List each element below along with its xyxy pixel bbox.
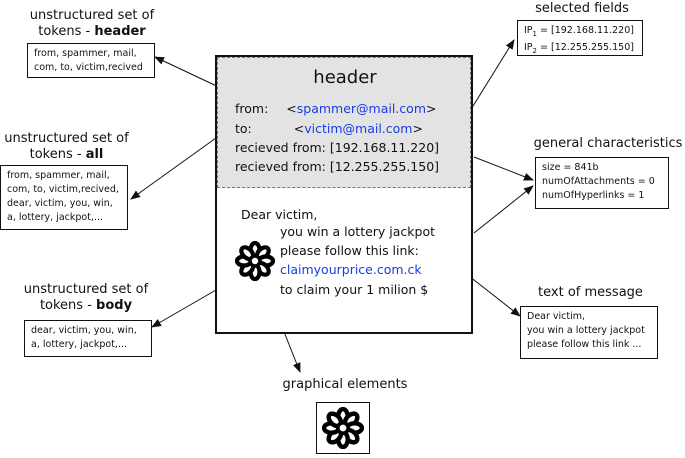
selected-field-ip1: IP1 = [192.168.11.220] bbox=[524, 25, 634, 38]
box-general-characteristics: size = 841b numOfAttachments = 0 numOfHy… bbox=[535, 157, 669, 209]
box-body-tokens: dear, victim, you, win, a, lottery, jack… bbox=[24, 320, 152, 357]
flower-icon bbox=[235, 241, 275, 281]
selected-field-ip2: IP2 = [12.255.255.150] bbox=[524, 41, 634, 55]
arrow-general-char-top bbox=[473, 156, 534, 181]
from-address: spammer@mail.com bbox=[296, 101, 427, 116]
label-body-tokens: unstructured set of tokens - body bbox=[23, 282, 149, 313]
received-line-1: recieved from: [192.168.11.220] bbox=[235, 140, 440, 155]
received-line-2: recieved from: [12.255.255.150] bbox=[235, 159, 440, 174]
body-line-1: you win a lottery jackpot bbox=[280, 224, 436, 239]
to-line: to: <victim@mail.com> bbox=[235, 121, 423, 136]
arrow-general-char-bottom bbox=[473, 185, 534, 234]
body-link[interactable]: claimyourprice.com.ck bbox=[280, 262, 422, 277]
to-address: victim@mail.com bbox=[304, 121, 413, 136]
label-graphical-elements: graphical elements bbox=[282, 377, 408, 392]
box-all-tokens: from, spammer, mail, com, to, victim,rec… bbox=[0, 165, 128, 230]
body-line-2: please follow this link: bbox=[280, 243, 419, 258]
arrow-body-tokens bbox=[151, 289, 217, 328]
email-header-section: header from: <spammer@mail.com> to: <vic… bbox=[217, 57, 471, 188]
email-message: header from: <spammer@mail.com> to: <vic… bbox=[215, 55, 473, 334]
body-greeting: Dear victim, bbox=[241, 207, 318, 222]
email-header-title: header bbox=[313, 67, 377, 88]
arrow-all-tokens bbox=[130, 137, 217, 200]
label-header-tokens: unstructured set of tokens - header bbox=[29, 8, 155, 39]
flower-icon bbox=[322, 407, 364, 449]
box-header-tokens: from, spammer, mail, com, to, victim,rec… bbox=[27, 43, 155, 78]
box-text-of-message: Dear victim, you win a lottery jackpot p… bbox=[520, 306, 658, 359]
label-general-characteristics: general characteristics bbox=[533, 136, 683, 151]
box-selected-fields: IP1 = [192.168.11.220] IP2 = [12.255.255… bbox=[517, 20, 643, 56]
graphical-element-box bbox=[316, 402, 370, 454]
label-all-tokens: unstructured set of tokens - all bbox=[4, 131, 129, 162]
body-line-3: to claim your 1 milion $ bbox=[280, 282, 429, 297]
from-line: from: <spammer@mail.com> bbox=[235, 101, 437, 116]
label-selected-fields: selected fields bbox=[535, 1, 629, 16]
label-text-of-message: text of message bbox=[538, 285, 643, 300]
